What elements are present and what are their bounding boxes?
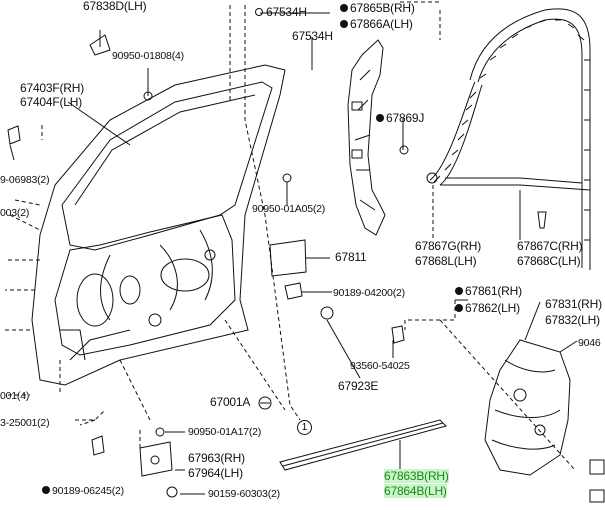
label-67832[interactable]: 67832(LH) <box>545 313 600 327</box>
dot-icon <box>340 20 348 28</box>
label-67868l[interactable]: 67868L(LH) <box>415 254 477 268</box>
dot-icon <box>376 114 384 122</box>
dot-icon <box>455 287 463 295</box>
label-67865b-text: 67865B(RH) <box>350 1 415 15</box>
label-67862-text: 67862(LH) <box>465 301 520 315</box>
rear-door-trim <box>484 339 571 476</box>
label-93560-54025[interactable]: 93560-54025 <box>350 360 410 372</box>
label-90950-01a17[interactable]: 90950-01A17(2) <box>188 426 262 438</box>
label-67923e[interactable]: 67923E <box>338 379 379 393</box>
label-67866a[interactable]: 67866A(LH) <box>340 18 413 31</box>
label-67869j-text: 67869J <box>386 111 425 125</box>
door-frame-garnish <box>347 39 386 236</box>
label-67867c[interactable]: 67867C(RH) <box>517 239 583 253</box>
label-67001a[interactable]: 67001A <box>210 395 251 409</box>
label-9046[interactable]: 9046 <box>578 337 601 349</box>
window-sash-inner <box>61 81 273 251</box>
label-67811[interactable]: 67811 <box>335 250 367 264</box>
door-frame-outline <box>31 64 286 386</box>
label-90189-06245-text: 90189-06245(2) <box>52 485 124 497</box>
label-67534h-mid[interactable]: 67534H <box>292 29 333 43</box>
label-001[interactable]: 001(4) <box>0 390 30 402</box>
label-67863b-text: 67863B(RH) <box>384 469 449 483</box>
label-67403f[interactable]: 67403F(RH) <box>20 81 85 95</box>
label-67831[interactable]: 67831(RH) <box>545 297 602 311</box>
label-67866a-text: 67866A(LH) <box>350 17 413 31</box>
belt-moulding <box>279 419 447 471</box>
label-67534h-top-text: 67534H <box>266 5 307 19</box>
label-67868c[interactable]: 67868C(LH) <box>517 254 581 268</box>
label-67534h-top[interactable]: 67534H <box>255 6 307 19</box>
label-90159-60303[interactable]: 90159-60303(2) <box>208 488 280 500</box>
label-67862[interactable]: 67862(LH) <box>455 302 520 315</box>
label-67867g[interactable]: 67867G(RH) <box>415 239 482 253</box>
dot-icon <box>42 486 50 494</box>
callout-1[interactable]: 1 <box>297 420 312 435</box>
label-25001[interactable]: 3-25001(2) <box>0 417 50 429</box>
label-67865b[interactable]: 67865B(RH) <box>340 2 415 15</box>
label-67404f[interactable]: 67404F(LH) <box>20 95 83 109</box>
label-67864b-highlighted[interactable]: 67864B(LH) <box>384 484 447 498</box>
label-67838d[interactable]: 67838D(LH) <box>83 0 147 13</box>
label-67869j[interactable]: 67869J <box>376 112 424 125</box>
dot-icon <box>455 304 463 312</box>
label-67964[interactable]: 67964(LH) <box>188 466 243 480</box>
dot-icon <box>340 4 348 12</box>
label-67861[interactable]: 67861(RH) <box>455 285 522 298</box>
label-90950-01a05[interactable]: 90950-01A05(2) <box>252 203 326 215</box>
label-67963[interactable]: 67963(RH) <box>188 451 245 465</box>
label-67864b-text: 67864B(LH) <box>384 484 447 498</box>
window-weatherstrip <box>469 8 591 270</box>
label-90189-04200[interactable]: 90189-04200(2) <box>333 287 405 299</box>
label-90189-06245[interactable]: 90189-06245(2) <box>42 485 124 498</box>
label-67863b-highlighted[interactable]: 67863B(RH) <box>384 469 449 483</box>
label-003[interactable]: 003(2) <box>0 207 30 219</box>
label-90950-01808[interactable]: 90950-01808(4) <box>112 50 184 62</box>
label-90189-06983[interactable]: 9-06983(2) <box>0 174 50 186</box>
label-67861-text: 67861(RH) <box>465 284 522 298</box>
inner-panel <box>54 214 236 356</box>
